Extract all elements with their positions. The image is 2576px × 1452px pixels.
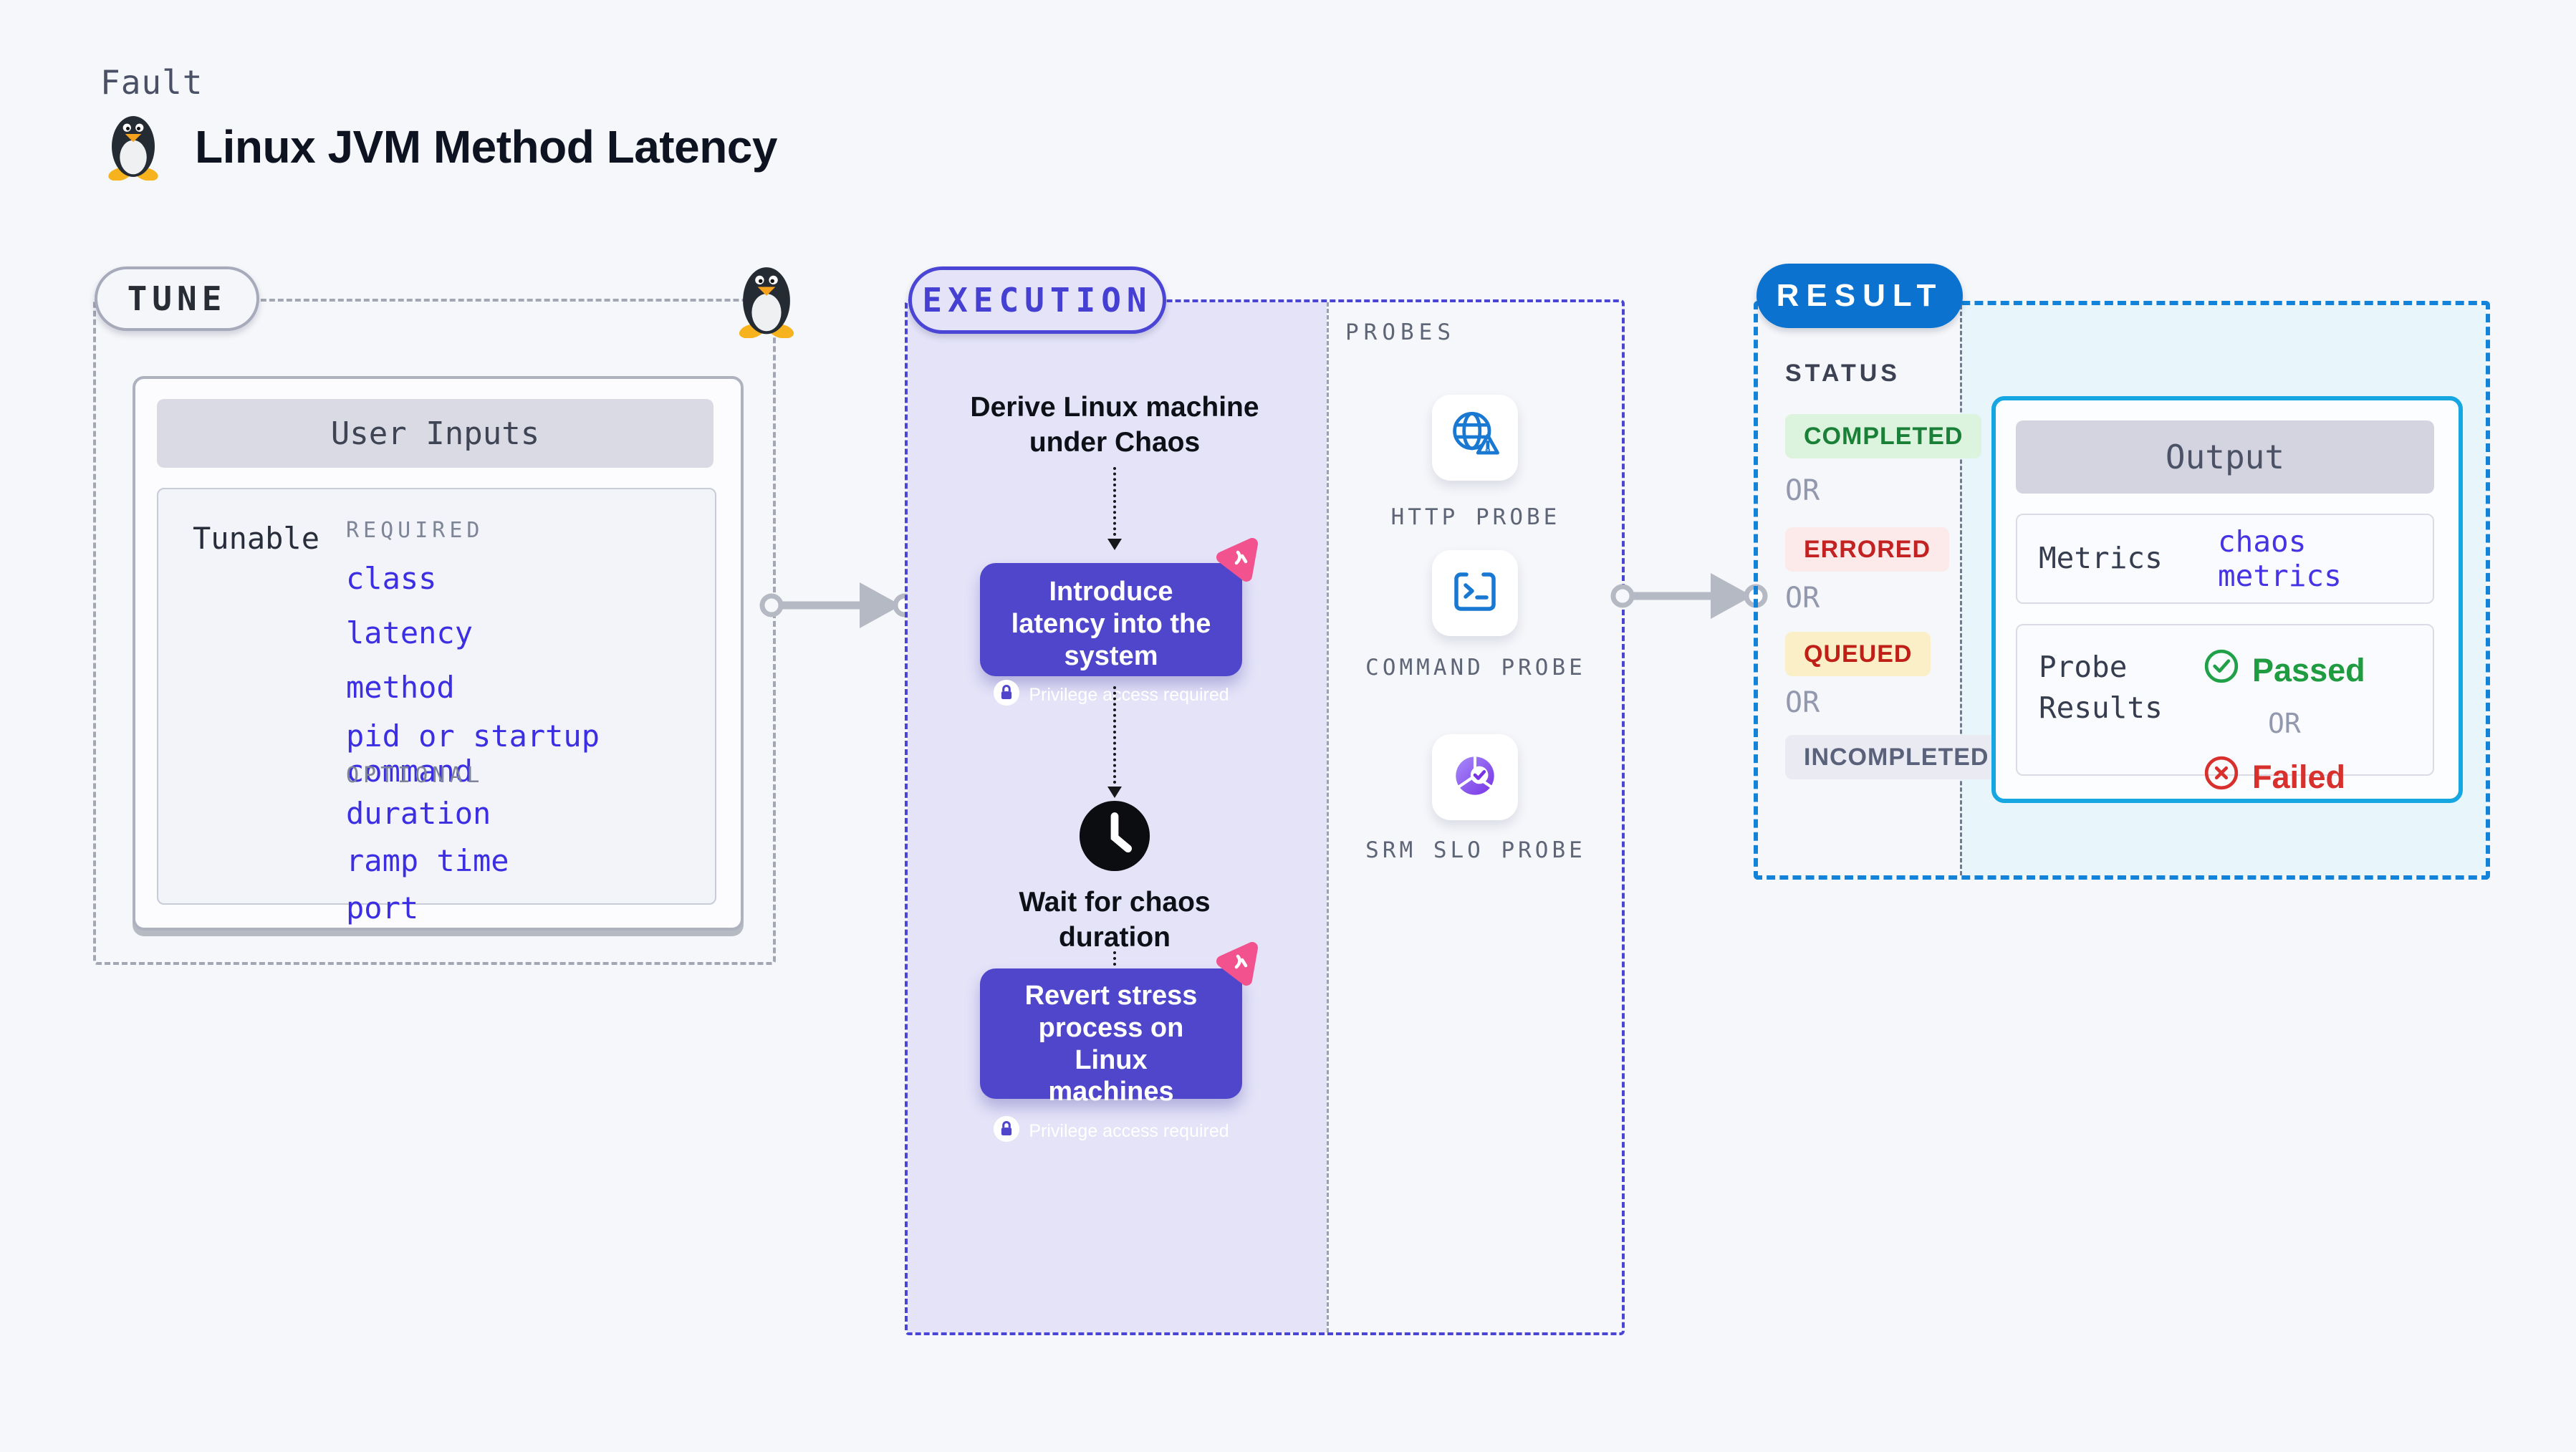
status-badge-errored: ERRORED bbox=[1785, 527, 1950, 572]
or-label: OR bbox=[1785, 474, 1820, 507]
optional-label: OPTIONAL bbox=[346, 763, 484, 788]
required-label: REQUIRED bbox=[346, 518, 484, 543]
fault-kicker: Fault bbox=[100, 63, 203, 102]
tux-corner-icon bbox=[732, 259, 801, 342]
execution-probes-separator bbox=[1327, 302, 1329, 1332]
arrow-tune-to-execution bbox=[756, 573, 921, 641]
metrics-label: Metrics bbox=[2039, 541, 2163, 576]
node-revert-stress: Revert stress process on Linux machines … bbox=[980, 942, 1258, 1143]
or-label: OR bbox=[2268, 708, 2301, 739]
chaos-metrics-link[interactable]: chaos metrics bbox=[2218, 524, 2342, 593]
terminal-icon bbox=[1448, 564, 1502, 622]
srm-slo-probe-card bbox=[1432, 734, 1518, 820]
http-probe-label: HTTP PROBE bbox=[1390, 504, 1561, 530]
tunable-link-latency[interactable]: latency bbox=[346, 615, 474, 650]
or-label: OR bbox=[1785, 686, 1820, 719]
status-label: STATUS bbox=[1785, 360, 1900, 387]
srm-slo-probe-label: SRM SLO PROBE bbox=[1365, 837, 1586, 863]
lock-icon bbox=[993, 679, 1020, 711]
privilege-note: Privilege access required bbox=[1029, 1121, 1229, 1142]
failed-label: Failed bbox=[2252, 758, 2346, 795]
check-circle-icon bbox=[2203, 648, 2239, 692]
http-probe-card bbox=[1432, 395, 1518, 481]
tunable-row-label: Tunable bbox=[193, 521, 320, 556]
output-box: Output Metrics chaos metrics Probe Resul… bbox=[1991, 396, 2463, 803]
status-badge-queued: QUEUED bbox=[1785, 632, 1931, 676]
tunables-body: Tunable REQUIRED class latency method pi… bbox=[157, 488, 716, 925]
step-wait-duration: Wait for chaos duration bbox=[1019, 887, 1211, 953]
connector-line bbox=[1113, 686, 1116, 784]
probe-results-label: Probe Results bbox=[2039, 650, 2163, 726]
tunable-link-port[interactable]: port bbox=[346, 890, 419, 925]
clock-icon bbox=[1078, 799, 1151, 876]
passed-label: Passed bbox=[2252, 651, 2365, 688]
status-badge-completed: COMPLETED bbox=[1785, 414, 1982, 458]
tune-section-box bbox=[93, 299, 776, 965]
or-label: OR bbox=[1785, 582, 1820, 615]
result-badge: RESULT bbox=[1756, 264, 1963, 328]
output-header: Output bbox=[2016, 420, 2434, 494]
command-probe-label: COMMAND PROBE bbox=[1365, 655, 1586, 681]
tune-badge: TUNE bbox=[95, 266, 259, 331]
connector-line bbox=[1113, 467, 1116, 536]
page-title: Linux JVM Method Latency bbox=[195, 120, 777, 173]
probes-label: PROBES bbox=[1345, 319, 1456, 345]
node-revert-stress-title: Revert stress process on Linux machines bbox=[1024, 981, 1198, 1107]
result-inner-separator bbox=[1960, 305, 1962, 875]
chaos-fault-icon bbox=[1212, 938, 1262, 992]
tux-penguin-icon bbox=[102, 109, 165, 184]
connector-arrowhead bbox=[1107, 539, 1122, 550]
globe-alert-icon bbox=[1446, 408, 1504, 468]
command-probe-card bbox=[1432, 550, 1518, 636]
user-inputs-header: User Inputs bbox=[157, 399, 713, 468]
execution-badge: EXECUTION bbox=[908, 266, 1166, 334]
arrow-execution-to-result bbox=[1607, 564, 1772, 632]
tunable-link-ramp-time[interactable]: ramp time bbox=[346, 843, 509, 878]
slo-chart-check-icon bbox=[1447, 748, 1503, 807]
connector-arrowhead bbox=[1107, 787, 1122, 798]
x-circle-icon bbox=[2203, 755, 2239, 799]
lock-icon bbox=[993, 1115, 1020, 1148]
tunable-link-duration[interactable]: duration bbox=[346, 796, 491, 831]
node-introduce-latency-title: Introduce latency into the system bbox=[1011, 577, 1211, 671]
node-introduce-latency: Introduce latency into the system Privil… bbox=[980, 538, 1258, 706]
tunable-link-pid-or-startup-command[interactable]: pid or startup command bbox=[346, 718, 600, 789]
metrics-row: Metrics chaos metrics bbox=[2016, 514, 2434, 604]
tunable-link-method[interactable]: method bbox=[346, 670, 455, 705]
status-badge-incompleted: INCOMPLETED bbox=[1785, 735, 2008, 779]
tunable-link-class[interactable]: class bbox=[346, 561, 437, 596]
privilege-note: Privilege access required bbox=[1029, 685, 1229, 706]
step-derive-machine: Derive Linux machine under Chaos bbox=[970, 392, 1259, 458]
probe-results-row: Probe Results Passed OR bbox=[2016, 624, 2434, 795]
chaos-fault-icon bbox=[1212, 534, 1262, 588]
user-inputs-card: User Inputs Tunable REQUIRED class laten… bbox=[133, 376, 744, 931]
